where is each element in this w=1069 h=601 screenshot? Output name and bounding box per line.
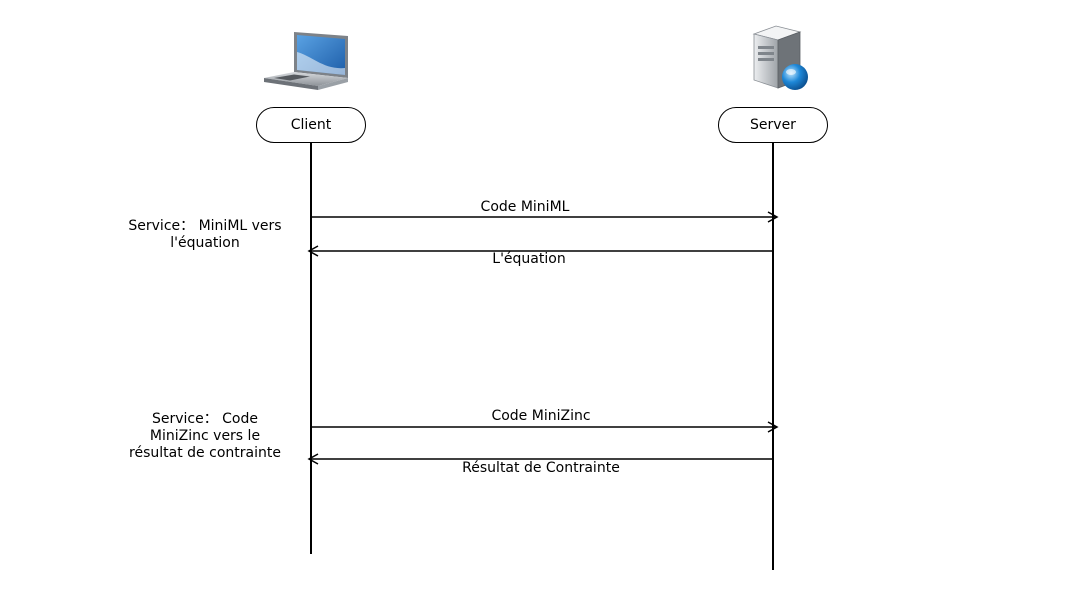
server-label: Server bbox=[750, 117, 796, 133]
note-line: MiniZinc vers le bbox=[149, 428, 261, 444]
note-line: Service： MiniML vers bbox=[128, 218, 282, 234]
arrowhead-code-minizinc bbox=[767, 421, 779, 433]
message-label-code-miniml: Code MiniML bbox=[480, 199, 570, 215]
note-line: l'équation bbox=[170, 235, 240, 251]
note-line: résultat de contrainte bbox=[129, 445, 281, 461]
client-lifeline bbox=[310, 143, 312, 554]
server-icon bbox=[752, 25, 808, 90]
arrowhead-equation bbox=[307, 245, 319, 257]
arrowhead-code-miniml bbox=[767, 211, 779, 223]
laptop-icon bbox=[264, 32, 348, 90]
client-actor-box: Client bbox=[256, 107, 366, 143]
note-line: Service： Code bbox=[151, 411, 259, 427]
message-label-equation: L'équation bbox=[492, 251, 566, 267]
server-actor-box: Server bbox=[718, 107, 828, 143]
server-lifeline bbox=[772, 143, 774, 570]
arrowhead-resultat bbox=[307, 453, 319, 465]
service-note-minizinc: Service： Code MiniZinc vers le résultat … bbox=[120, 411, 290, 462]
message-label-code-minizinc: Code MiniZinc bbox=[491, 408, 591, 424]
service-note-miniml: Service： MiniML vers l'équation bbox=[120, 218, 290, 252]
client-label: Client bbox=[290, 117, 332, 133]
message-label-resultat: Résultat de Contrainte bbox=[462, 460, 620, 476]
